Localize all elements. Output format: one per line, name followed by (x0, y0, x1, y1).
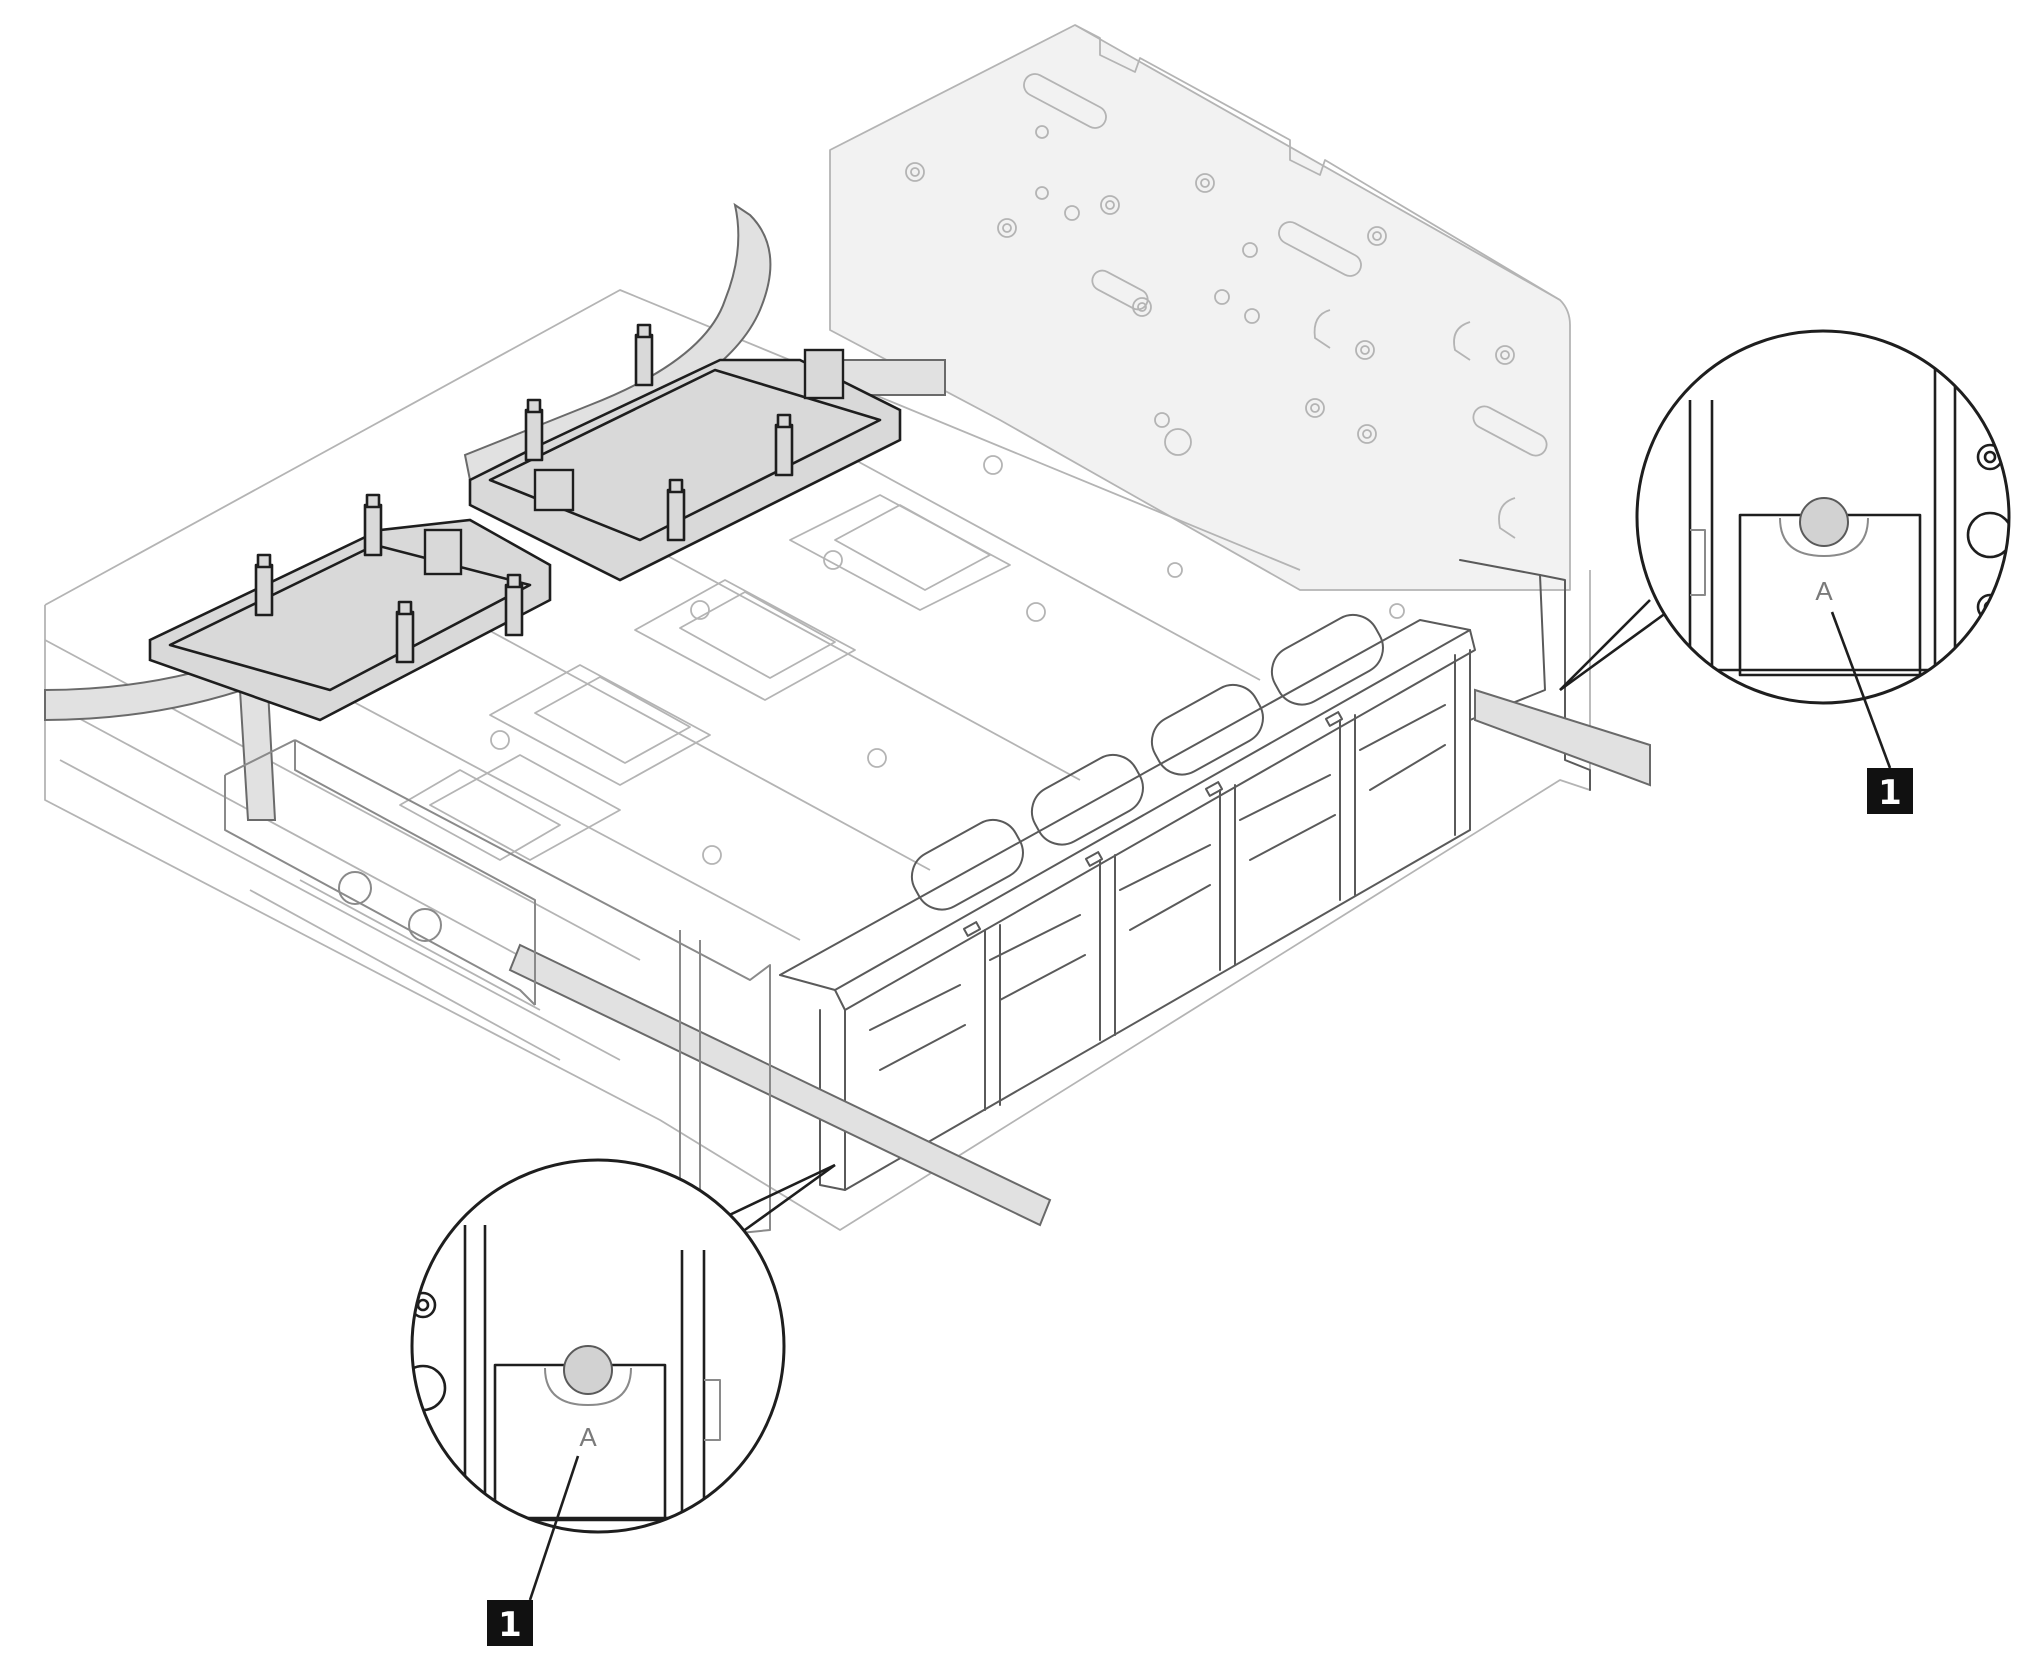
callout-number-right: 1 (1878, 773, 1902, 813)
detail-view-right: A (1635, 329, 2011, 769)
leader-line-bottom (528, 1455, 580, 1601)
callout-number-bottom: 1 (498, 1605, 522, 1645)
magnifier-leader-lines (701, 599, 1671, 1234)
drop-hose (238, 689, 277, 821)
captive-screws (254, 323, 794, 664)
leader-line-right (1830, 611, 1892, 769)
detail-label-right: A (1815, 576, 1833, 606)
detail-label-bottom: A (579, 1422, 597, 1452)
processor-sockets (349, 429, 1261, 941)
wall-fastener-holes (905, 125, 1515, 456)
callout-badge-bottom: 1 (487, 1600, 533, 1646)
cold-plate-assembly-upper (468, 348, 902, 582)
callout-badge-right: 1 (1867, 768, 1913, 814)
socket-marks (490, 455, 1405, 865)
front-hose (508, 943, 1052, 1227)
rear-wall-panel (829, 24, 1571, 591)
fan-cage (779, 559, 1591, 1191)
detail-view-bottom: A (410, 1158, 786, 1601)
right-hose (1474, 688, 1651, 787)
air-baffle (224, 739, 771, 1236)
coolant-hoses (44, 202, 1651, 1227)
cold-plate-assembly-lower (148, 518, 552, 722)
